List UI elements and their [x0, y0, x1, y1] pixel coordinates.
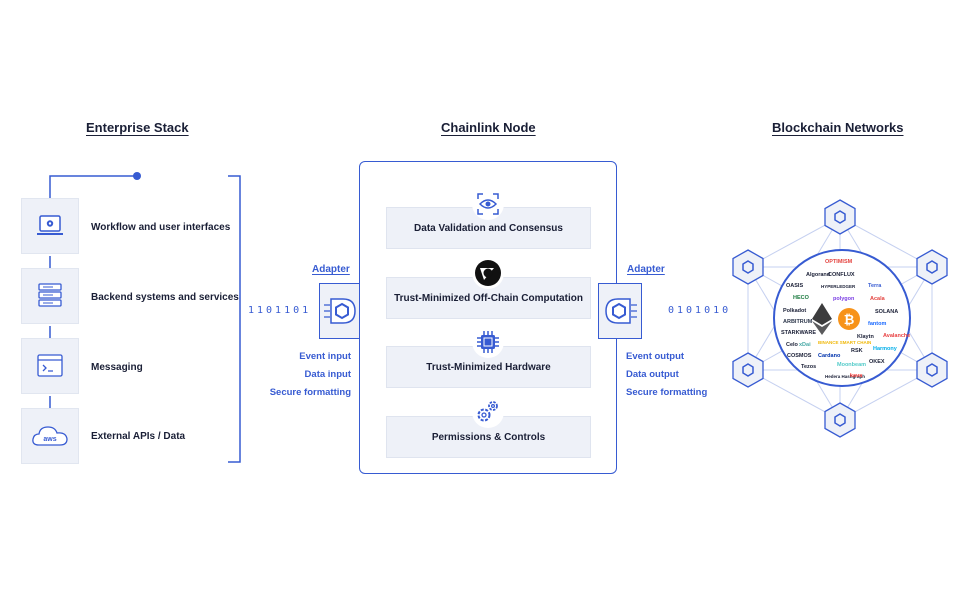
- logo-celo: Celo: [786, 342, 798, 348]
- ethereum-icon: [812, 303, 832, 335]
- logo-arbitrum: ARBITRUM: [783, 319, 813, 325]
- chainlink-ring-icon: [472, 257, 504, 289]
- logo-harmony: Harmony: [873, 346, 897, 352]
- bitcoin-icon: ₿: [838, 308, 860, 330]
- stack-item-workflow: Workflow and user interfaces: [91, 222, 231, 233]
- adapter-in-item: Event input: [299, 351, 351, 362]
- logo-moonbeam: Moonbeam: [837, 362, 867, 368]
- adapter-out-list: Event output Data output Secure formatti…: [626, 348, 707, 402]
- logo-starkware: STARKWARE: [781, 330, 817, 336]
- logo-avalanche: Avalanche: [883, 333, 911, 339]
- svg-text:₿: ₿: [844, 312, 855, 327]
- logo-algorand: Algorand: [806, 272, 831, 278]
- logo-acala: Acala: [870, 296, 885, 302]
- gears-icon: [472, 396, 504, 428]
- node-row-label: Trust-Minimized Off-Chain Computation: [394, 292, 583, 304]
- stack-item-external-apis: External APIs / Data: [91, 431, 186, 442]
- adapter-out-item: Data output: [626, 369, 679, 380]
- laptop-gear-icon: [21, 198, 79, 254]
- blockchain-networks-title: Blockchain Networks: [772, 120, 904, 135]
- node-row-validation: Data Validation and Consensus: [386, 207, 591, 249]
- binary-output: 0101010: [668, 305, 732, 316]
- adapter-out-block: [598, 283, 642, 339]
- server-icon: [21, 268, 79, 324]
- aws-cloud-icon: aws: [21, 408, 79, 464]
- logo-cardano: Cardano: [818, 353, 841, 359]
- logo-polkadot: Polkadot: [783, 308, 807, 314]
- node-row-label: Data Validation and Consensus: [414, 222, 563, 234]
- adapter-out-label: Adapter: [627, 264, 665, 275]
- chainlink-node-title: Chainlink Node: [441, 120, 536, 135]
- logo-oasis: OASIS: [786, 283, 804, 289]
- node-row-permissions: Permissions & Controls: [386, 416, 591, 458]
- logo-okex: OKEX: [869, 359, 885, 365]
- adapter-in-icon: [324, 298, 356, 324]
- logo-kava: kava: [850, 373, 863, 379]
- adapter-in-item: Data input: [304, 369, 351, 380]
- logo-heco: HECO: [793, 295, 809, 301]
- chip-icon: [472, 326, 504, 358]
- binary-input: 1101101: [248, 305, 312, 316]
- logo-cosmos: COSMOS: [787, 353, 812, 359]
- logo-conflux: CONFLUX: [828, 272, 855, 278]
- adapter-in-label: Adapter: [312, 264, 350, 275]
- logo-rsk: RSK: [851, 348, 863, 354]
- logo-polygon: polygon: [833, 296, 855, 302]
- logo-binance: BINANCE SMART CHAIN: [818, 340, 872, 345]
- logo-hyperledger: HYPERLEDGER: [821, 284, 856, 289]
- logo-terra: Terra: [868, 283, 882, 289]
- logo-optimism: OPTIMISM: [825, 259, 853, 265]
- logo-solana: SOLANA: [875, 309, 899, 315]
- adapter-in-item: Secure formatting: [269, 387, 351, 398]
- logo-tezos: Tezos: [801, 364, 817, 370]
- logo-klaytn: Klaytn: [857, 334, 874, 340]
- node-row-label: Trust-Minimized Hardware: [426, 361, 551, 373]
- svg-text:aws: aws: [43, 436, 56, 443]
- stack-item-messaging: Messaging: [91, 362, 143, 373]
- logo-hedera: Hedera Hashgraph: [825, 374, 866, 379]
- blockchain-network-graphic: ₿: [732, 199, 948, 438]
- logo-xdai: xDai: [799, 342, 811, 348]
- adapter-out-item: Secure formatting: [626, 387, 708, 398]
- logo-fantom: fantom: [868, 321, 887, 327]
- stack-item-backend: Backend systems and services: [91, 292, 239, 303]
- node-row-label: Permissions & Controls: [431, 431, 546, 443]
- eye-scan-icon: [472, 188, 504, 220]
- adapter-out-icon: [605, 298, 637, 324]
- chainlink-hex-nodes: [732, 199, 948, 438]
- adapter-out-item: Event output: [626, 351, 685, 362]
- enterprise-stack-title: Enterprise Stack: [86, 120, 189, 135]
- terminal-window-icon: [21, 338, 79, 394]
- adapter-in-list: Event input Data input Secure formatting: [268, 348, 351, 402]
- adapter-in-block: [319, 283, 363, 339]
